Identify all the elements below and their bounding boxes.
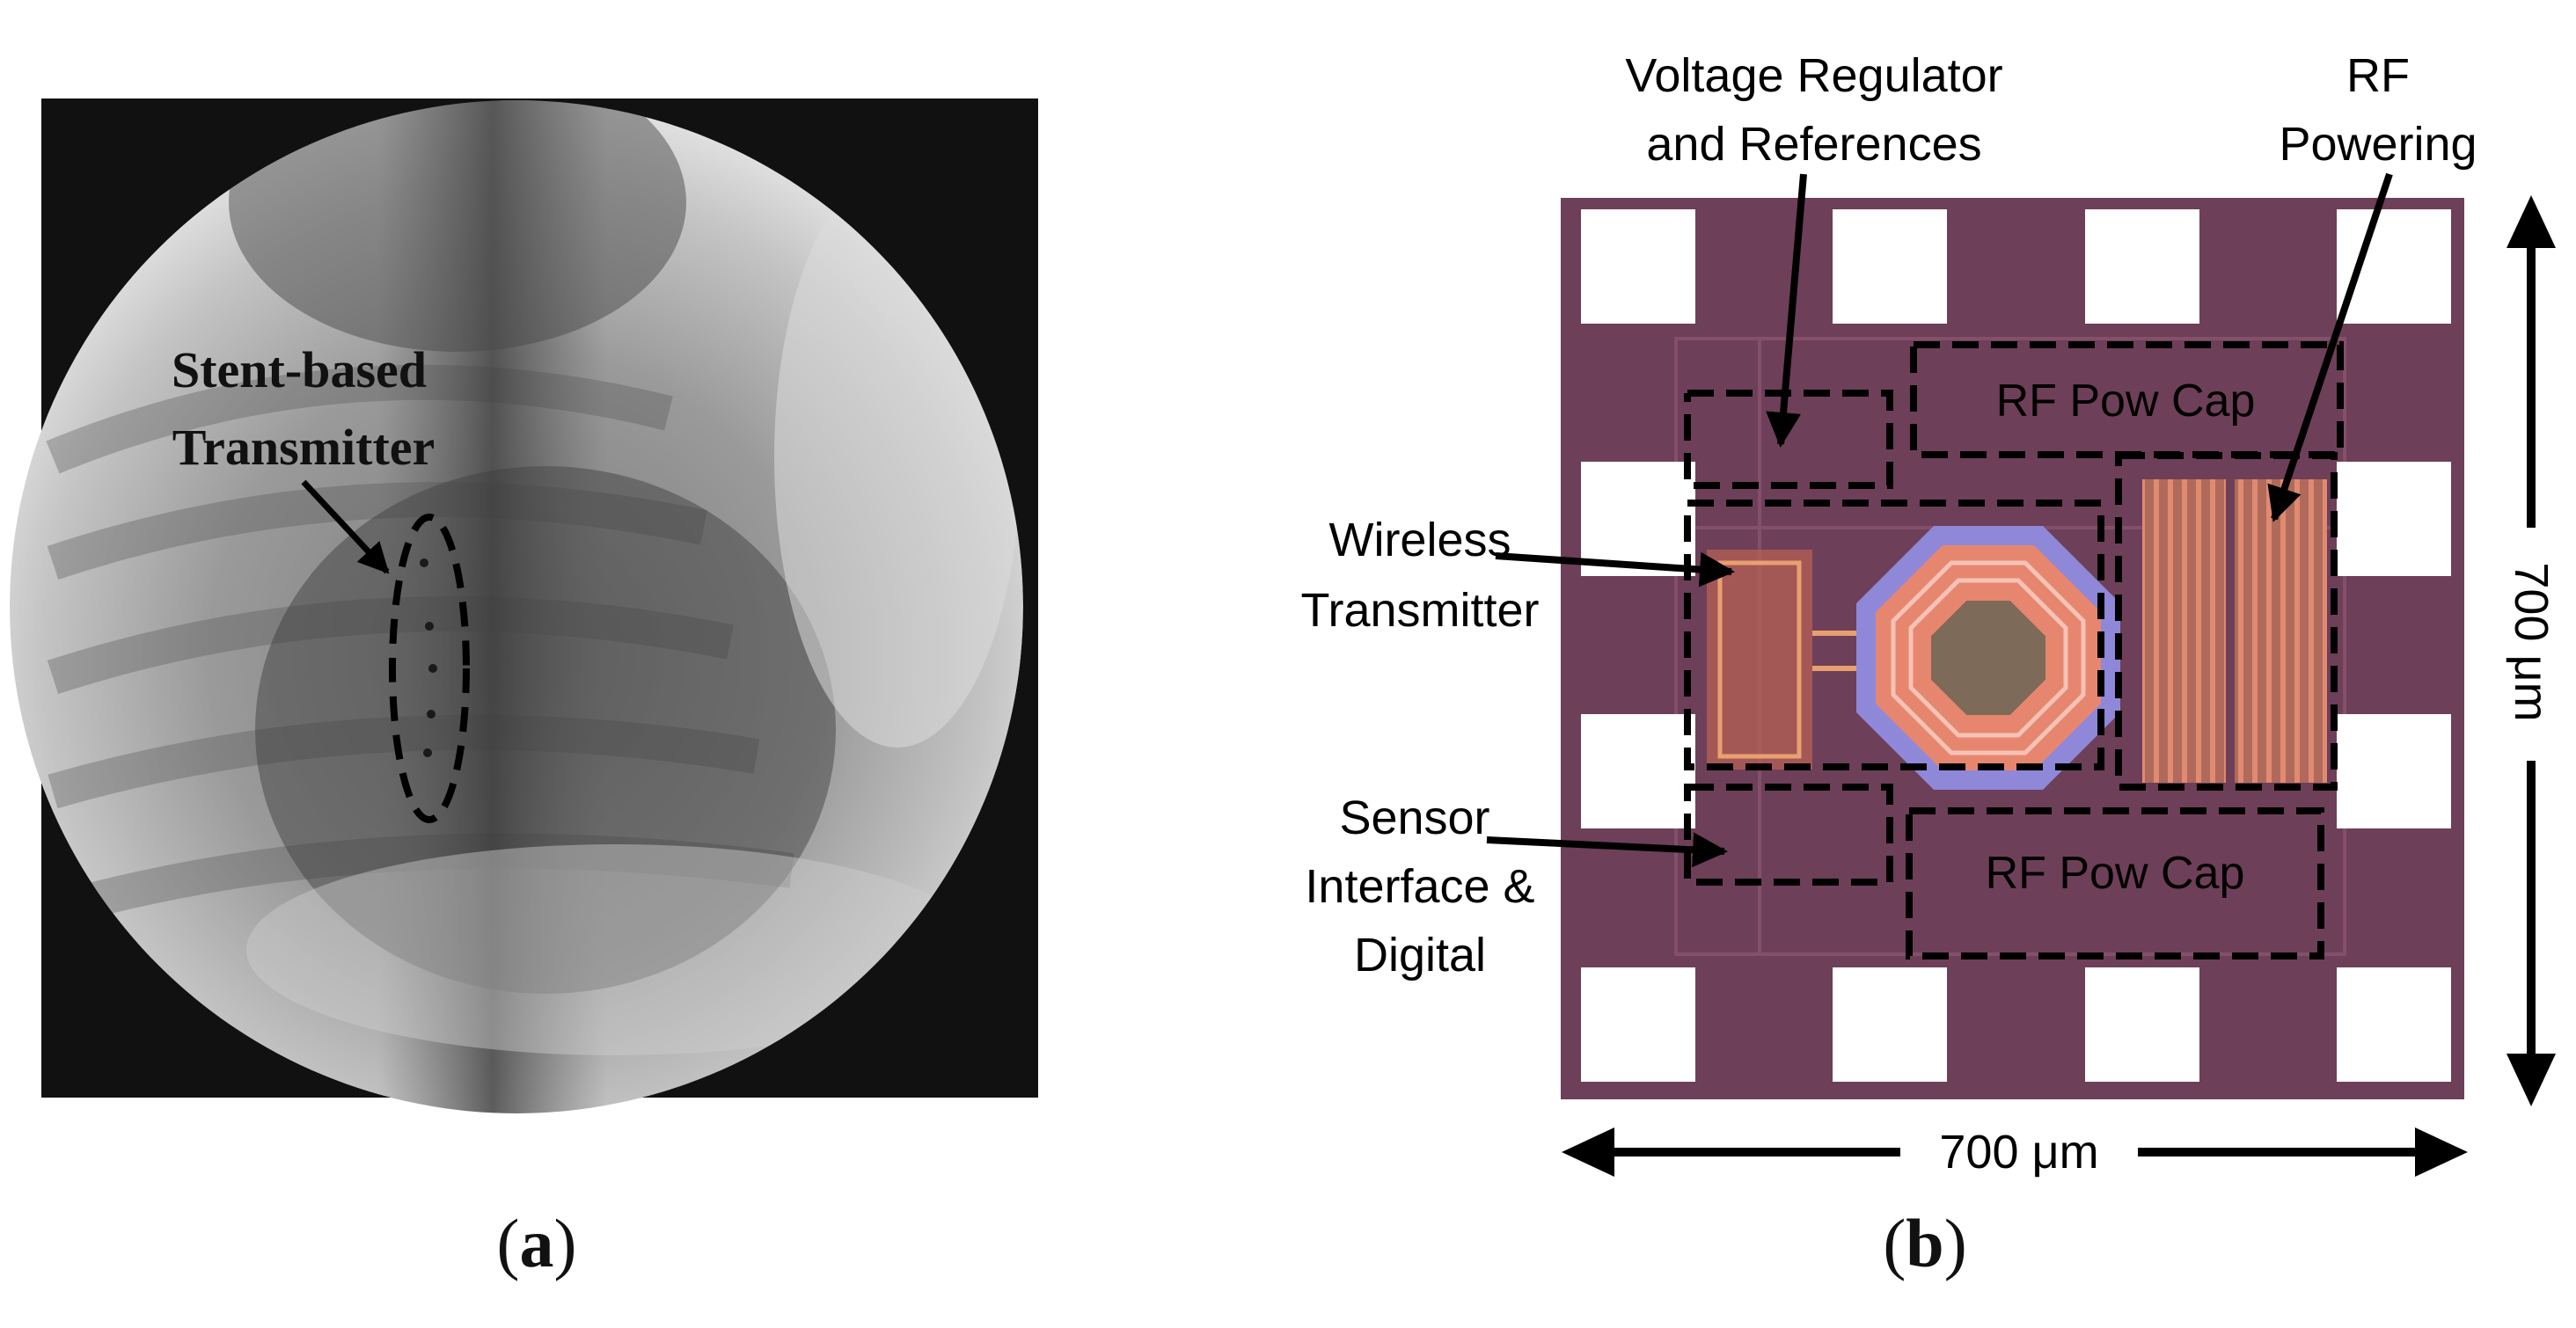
- voltage-regulator-label-line2: and References: [1646, 118, 1981, 171]
- caption-b: (b): [1883, 1205, 1966, 1281]
- inductor-coil: [1856, 526, 2120, 790]
- sensor-arrow: [1486, 832, 1728, 868]
- panel-b: RF Pow Cap RF Pow Cap Voltage Regulator …: [1300, 49, 2558, 1281]
- sensor-label-line1: Sensor: [1339, 792, 1489, 844]
- rf-pow-cap-bottom-label: RF Pow Cap: [1986, 848, 2245, 899]
- voltage-regulator-label-line1: Voltage Regulator: [1625, 49, 2002, 102]
- rf-pow-cap-top-region: [1910, 341, 2344, 458]
- rf-powering-arrow: [2267, 172, 2393, 522]
- stent-marker-ellipse: [389, 514, 470, 823]
- stent-label-line2: Transmitter: [172, 419, 435, 476]
- region-outlines: [1684, 341, 2344, 960]
- panel-a: Stent-based Transmitter (a): [10, 99, 1038, 1281]
- wireless-label-line1: Wireless: [1328, 514, 1511, 566]
- rf-powering-label-line1: RF: [2346, 49, 2410, 102]
- rf-powering-label-line2: Powering: [2279, 118, 2477, 171]
- stent-label-line1: Stent-based: [172, 341, 427, 398]
- stent-arrow: [301, 479, 390, 574]
- voltage-regulator-arrow: [1766, 173, 1807, 448]
- xray-image: [10, 100, 1023, 1113]
- stent-dots: [420, 558, 437, 757]
- sensor-label-line2: Interface &: [1305, 860, 1534, 913]
- wireless-arrow: [1495, 551, 1735, 587]
- bond-pads: [1581, 209, 2451, 1082]
- wireless-label-line2: Transmitter: [1300, 584, 1539, 637]
- sensor-interface-region: [1684, 784, 1893, 886]
- horizontal-dimension: [1562, 1127, 2468, 1177]
- horizontal-dimension-label: 700 μm: [1939, 1126, 2098, 1178]
- voltage-regulator-region: [1684, 390, 1893, 489]
- wireless-transmitter-region: [1684, 500, 2104, 770]
- vertical-dimension-label: 700 μm: [2505, 562, 2558, 721]
- sensor-label-line3: Digital: [1354, 929, 1486, 981]
- rf-pow-cap-bottom-region: [1906, 807, 2324, 960]
- vertical-dimension: [2506, 195, 2556, 1106]
- caption-a: (a): [497, 1205, 577, 1281]
- rf-powering-block: [2142, 479, 2327, 783]
- rf-pow-cap-top-label: RF Pow Cap: [1996, 376, 2256, 427]
